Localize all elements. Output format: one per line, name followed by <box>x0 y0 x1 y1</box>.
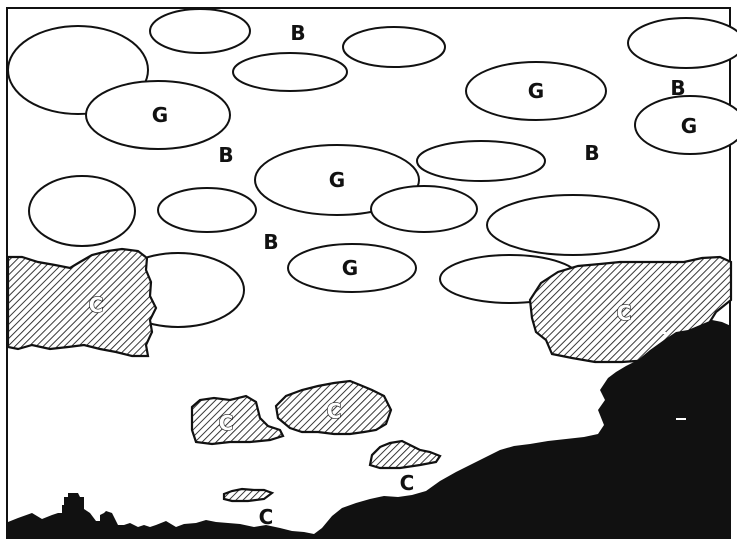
label-g: G <box>342 256 358 280</box>
label-g: G <box>528 79 544 103</box>
silhouette-speck <box>676 418 686 420</box>
label-b: B <box>670 76 685 100</box>
silhouette-speck <box>663 332 666 334</box>
cumulus-cloud-left <box>8 249 156 356</box>
label-c: C <box>259 505 274 529</box>
label-c: C <box>400 471 415 495</box>
label-b: B <box>218 143 233 167</box>
label-c: C <box>327 399 342 423</box>
label-b: B <box>584 141 599 165</box>
label-b: B <box>290 21 305 45</box>
label-g: G <box>329 168 345 192</box>
cumulus-cloud-tiny <box>224 489 272 501</box>
label-c: C <box>89 293 104 317</box>
cloud-outline <box>150 9 250 53</box>
cloud-outline <box>628 18 737 68</box>
label-g: G <box>681 114 697 138</box>
cloud-outline <box>371 186 477 232</box>
cloud-outline <box>233 53 347 91</box>
cloud-outline <box>29 176 135 246</box>
label-c: C <box>219 411 234 435</box>
label-b: B <box>263 230 278 254</box>
cloud-outline <box>343 27 445 67</box>
cloud-outline <box>417 141 545 181</box>
cloud-outline <box>158 188 256 232</box>
cloud-outline <box>487 195 659 255</box>
label-g: G <box>152 103 168 127</box>
label-c: C <box>617 301 632 325</box>
